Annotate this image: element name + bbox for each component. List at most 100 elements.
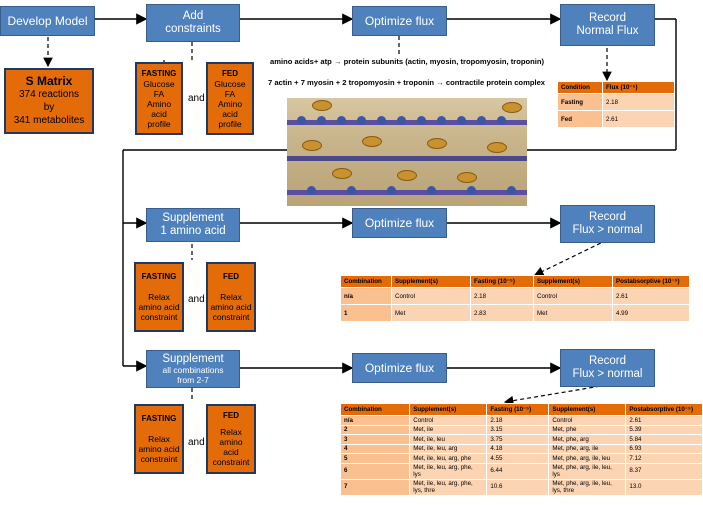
table-cell: 2	[339, 424, 411, 435]
add-constraints-label: Add constraints	[165, 10, 221, 35]
fed-body-row2: Relax amino acid constraint	[210, 292, 252, 322]
develop-model-label: Develop Model	[7, 13, 88, 28]
optimize-flux-box-row3: Optimize flux	[352, 353, 447, 383]
add-constraints-box: Add constraints	[146, 4, 240, 42]
table-cell: 2.61	[612, 287, 690, 305]
table-row: 1 Met 2.83 Met 4.99	[340, 304, 690, 322]
table-cell: 7	[339, 478, 411, 496]
table-cell: Met, ile, leu, arg, phe, lys, thre	[409, 478, 488, 496]
table-cell: Control	[391, 287, 471, 305]
table-cell: 3.15	[486, 424, 550, 435]
s-matrix-line2: by	[43, 102, 55, 113]
fed-title-row2: FED	[223, 272, 239, 281]
fed-box-top: FED Glucose FA Amino acid profile	[206, 62, 254, 135]
table-cell: Met, phe, arg	[548, 434, 627, 445]
supplement-combinations-sub: all combinations from 2-7	[162, 365, 224, 385]
supplement-combinations-box: Supplement all combinations from 2-7	[146, 350, 240, 388]
table-cell: 2.61	[625, 415, 703, 426]
table-cell: Met, phe, arg, ile, leu, lys, thre	[548, 478, 627, 496]
record-flux-box-row2: Record Flux > normal	[560, 205, 655, 243]
table-cell: 2.18	[486, 415, 550, 426]
table-cell: 6.93	[625, 443, 703, 454]
table-cell: Fasting	[557, 93, 603, 111]
fasting-body-row3: Relax amino acid constraint	[138, 434, 180, 464]
s-matrix-line3: 341 metabolites	[13, 115, 85, 126]
fasting-body-top: Glucose FA Amino acid profile	[143, 78, 175, 129]
and-label-top: and	[188, 93, 205, 104]
s-matrix-title: S Matrix	[25, 74, 73, 88]
table-header-row: Condition Flux (10⁻⁵)	[557, 81, 675, 94]
table-cell: 4	[339, 443, 411, 454]
table-cell: 3.75	[486, 434, 550, 445]
table-cell: 10.6	[486, 478, 550, 496]
table-cell: 3	[339, 434, 411, 445]
table-header-cell: Postabsorptive (10⁻⁵)	[612, 275, 690, 288]
fed-body-top: Glucose FA Amino acid profile	[214, 78, 246, 129]
table-cell: 4.18	[486, 443, 550, 454]
table-cell: 1	[340, 304, 392, 322]
table-header-cell: Supplement(s)	[409, 403, 488, 416]
table-cell: Met, phe, arg, ile, leu, lys	[548, 462, 627, 480]
supplement-one-box: Supplement 1 amino acid	[146, 208, 240, 242]
table-header-cell: Combination	[340, 275, 392, 288]
table-cell: Met	[533, 304, 613, 322]
table-header-cell: Condition	[557, 81, 603, 94]
fasting-box-top: FASTING Glucose FA Amino acid profile	[135, 62, 183, 135]
s-matrix-line1: 374 reactions	[18, 89, 80, 100]
record-flux-label-row2: Record Flux > normal	[572, 211, 643, 236]
optimize-flux-box-row2: Optimize flux	[352, 208, 447, 238]
table-cell: Met, ile, leu	[409, 434, 488, 445]
table-cell: Fed	[557, 110, 603, 128]
optimize-flux-label-top: Optimize flux	[364, 13, 435, 28]
table-cell: 2.18	[602, 93, 675, 111]
reaction-line-1: amino acids+ atp → protein subunits (act…	[270, 57, 545, 66]
fasting-title-top: FASTING	[141, 68, 177, 78]
combination-supplement-table: Combination Supplement(s) Fasting (10⁻⁵)…	[339, 403, 703, 496]
table-cell: n/a	[339, 415, 411, 426]
table-cell: Met, phe	[548, 424, 627, 435]
table-cell: 5	[339, 453, 411, 464]
supplement-one-label: Supplement 1 amino acid	[160, 212, 226, 237]
table-cell: Met, phe, arg, ile, leu	[548, 453, 627, 464]
fasting-body-row2: Relax amino acid constraint	[138, 292, 180, 322]
table-cell: 4.99	[612, 304, 690, 322]
table-cell: 2.18	[470, 287, 534, 305]
table-header-cell: Flux (10⁻⁵)	[602, 81, 675, 94]
fed-title-top: FED	[222, 68, 238, 78]
muscle-sarcomere-illustration	[287, 98, 527, 206]
table-cell: 8.37	[625, 462, 703, 480]
table-cell: 2.61	[602, 110, 675, 128]
table-row: Fed 2.61	[557, 110, 675, 128]
table-header-cell: Supplement(s)	[548, 403, 627, 416]
table-cell: n/a	[340, 287, 392, 305]
record-normal-flux-box: Record Normal Flux	[560, 4, 655, 46]
optimize-flux-label-row3: Optimize flux	[364, 360, 435, 375]
table-header-cell: Supplement(s)	[533, 275, 613, 288]
table-cell: 2.83	[470, 304, 534, 322]
normal-flux-table: Condition Flux (10⁻⁵) Fasting 2.18 Fed 2…	[557, 81, 675, 128]
table-cell: 5.39	[625, 424, 703, 435]
fasting-title-row2: FASTING	[141, 272, 177, 281]
table-cell: Met, ile, leu, arg, phe, lys	[409, 462, 488, 480]
table-cell: Control	[548, 415, 627, 426]
develop-model-box: Develop Model	[0, 6, 95, 36]
table-cell: Control	[533, 287, 613, 305]
record-normal-flux-label: Record Normal Flux	[576, 12, 639, 37]
table-cell: Met	[391, 304, 471, 322]
table-header-cell: Combination	[339, 403, 411, 416]
table-header-cell: Postabsorptive (10⁻⁵)	[625, 403, 703, 416]
fed-box-row2: FED Relax amino acid constraint	[206, 262, 256, 332]
table-cell: 6	[339, 462, 411, 480]
table-header-row: Combination Supplement(s) Fasting (10⁻⁵)…	[339, 403, 703, 416]
record-flux-box-row3: Record Flux > normal	[560, 349, 655, 387]
table-row: Fasting 2.18	[557, 93, 675, 111]
fed-body-row3: Relax amino acid constraint	[212, 427, 250, 467]
record-flux-label-row3: Record Flux > normal	[572, 355, 643, 380]
fasting-box-row2: FASTING Relax amino acid constraint	[134, 262, 184, 332]
table-cell: 13.0	[625, 478, 703, 496]
